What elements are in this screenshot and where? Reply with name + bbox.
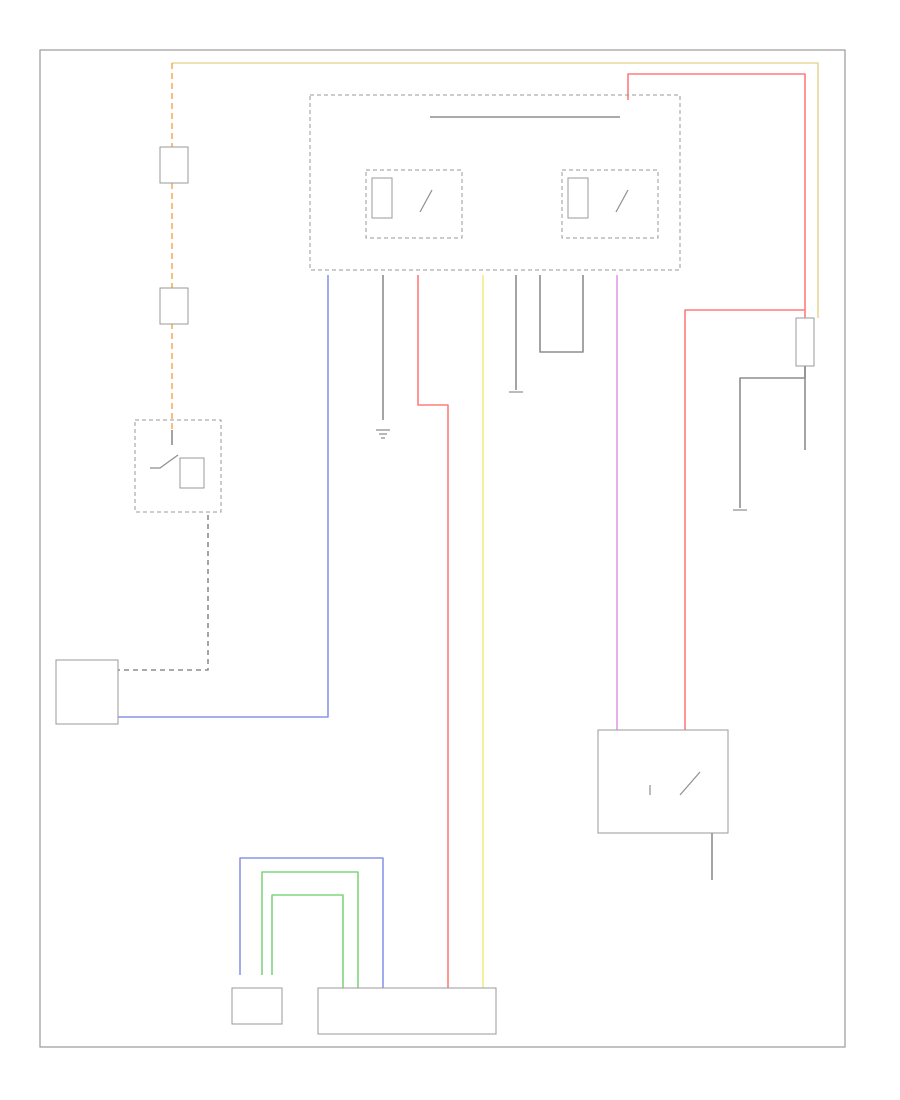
wire-green-1 [261, 871, 359, 990]
wire-red-center [417, 275, 449, 990]
relay-left [365, 169, 463, 239]
wire-blue-bottom [239, 857, 384, 990]
battery [795, 317, 815, 367]
fuse-top [159, 146, 189, 184]
diagram-border [39, 49, 846, 1048]
ground-g1 [376, 429, 390, 439]
wire-top-supply [172, 62, 819, 318]
wire-gray-loop [539, 275, 584, 353]
wire-red-battery-top [627, 73, 806, 318]
wire-gray-ignition [118, 515, 209, 671]
wire-red-starter [684, 309, 805, 730]
ignition-switch [134, 419, 222, 513]
engine-control-module [317, 987, 497, 1035]
underhood-junction-block [309, 94, 681, 271]
wire-green-2 [271, 894, 344, 990]
fuse-mid [159, 287, 189, 325]
starter [597, 729, 729, 834]
clutch-pedal-position-sensor [231, 987, 283, 1025]
relay-right [561, 169, 659, 239]
body-control-module [55, 659, 119, 725]
wire-blue [118, 275, 329, 718]
wire-batt-gnd-1 [739, 365, 806, 508]
